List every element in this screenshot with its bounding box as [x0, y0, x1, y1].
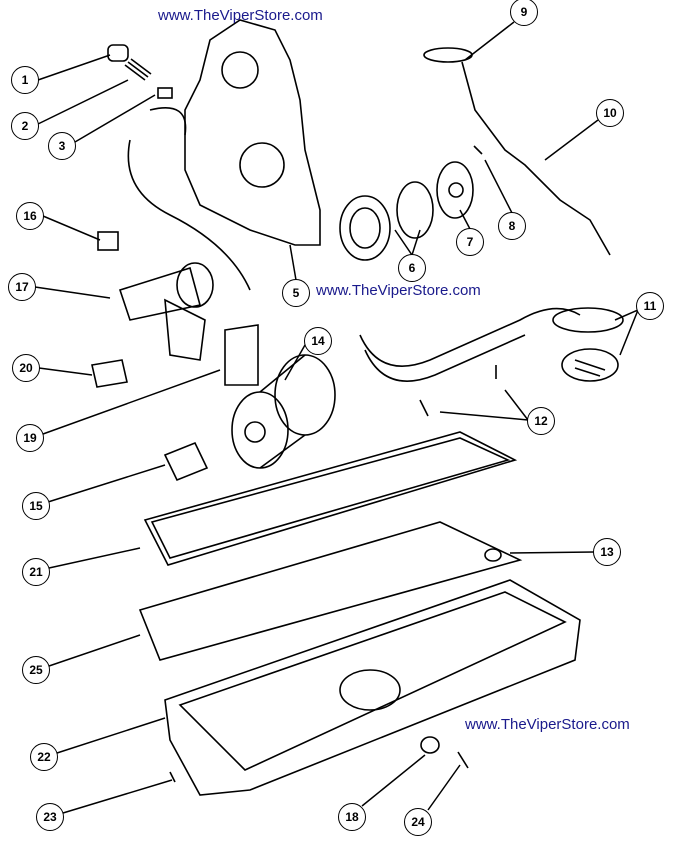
oil-filter — [163, 354, 336, 482]
oil-filter-adapter — [91, 231, 259, 388]
watermark-url-top: www.TheViperStore.com — [158, 7, 323, 24]
callout-11: 11 — [636, 292, 664, 320]
callout-2: 2 — [11, 112, 39, 140]
windage-tray — [138, 521, 523, 661]
callout-13: 13 — [593, 538, 621, 566]
callout-9: 9 — [510, 0, 538, 26]
callout-10: 10 — [596, 99, 624, 127]
watermark-url-bottom: www.TheViperStore.com — [465, 716, 630, 733]
callout-12: 12 — [527, 407, 555, 435]
callout-3: 3 — [48, 132, 76, 160]
callout-5: 5 — [282, 279, 310, 307]
callout-8: 8 — [498, 212, 526, 240]
callout-25: 25 — [22, 656, 50, 684]
callout-6: 6 — [398, 254, 426, 282]
callout-15: 15 — [22, 492, 50, 520]
callout-21: 21 — [22, 558, 50, 586]
callout-18: 18 — [338, 803, 366, 831]
callout-23: 23 — [36, 803, 64, 831]
callout-19: 19 — [16, 424, 44, 452]
small-parts — [107, 44, 173, 99]
callout-7: 7 — [456, 228, 484, 256]
oil-pickup-tube — [359, 307, 624, 417]
leader-lines — [34, 21, 639, 814]
callout-1: 1 — [11, 66, 39, 94]
callout-17: 17 — [8, 273, 36, 301]
oil-pan — [164, 548, 581, 796]
oil-pan-gasket — [143, 431, 518, 566]
front-cover-housing — [127, 19, 321, 291]
callout-20: 20 — [12, 354, 40, 382]
watermark-url-middle: www.TheViperStore.com — [316, 282, 481, 299]
oil-pump-gears — [339, 145, 483, 261]
callout-22: 22 — [30, 743, 58, 771]
callout-16: 16 — [16, 202, 44, 230]
callout-14: 14 — [304, 327, 332, 355]
callout-24: 24 — [404, 808, 432, 836]
